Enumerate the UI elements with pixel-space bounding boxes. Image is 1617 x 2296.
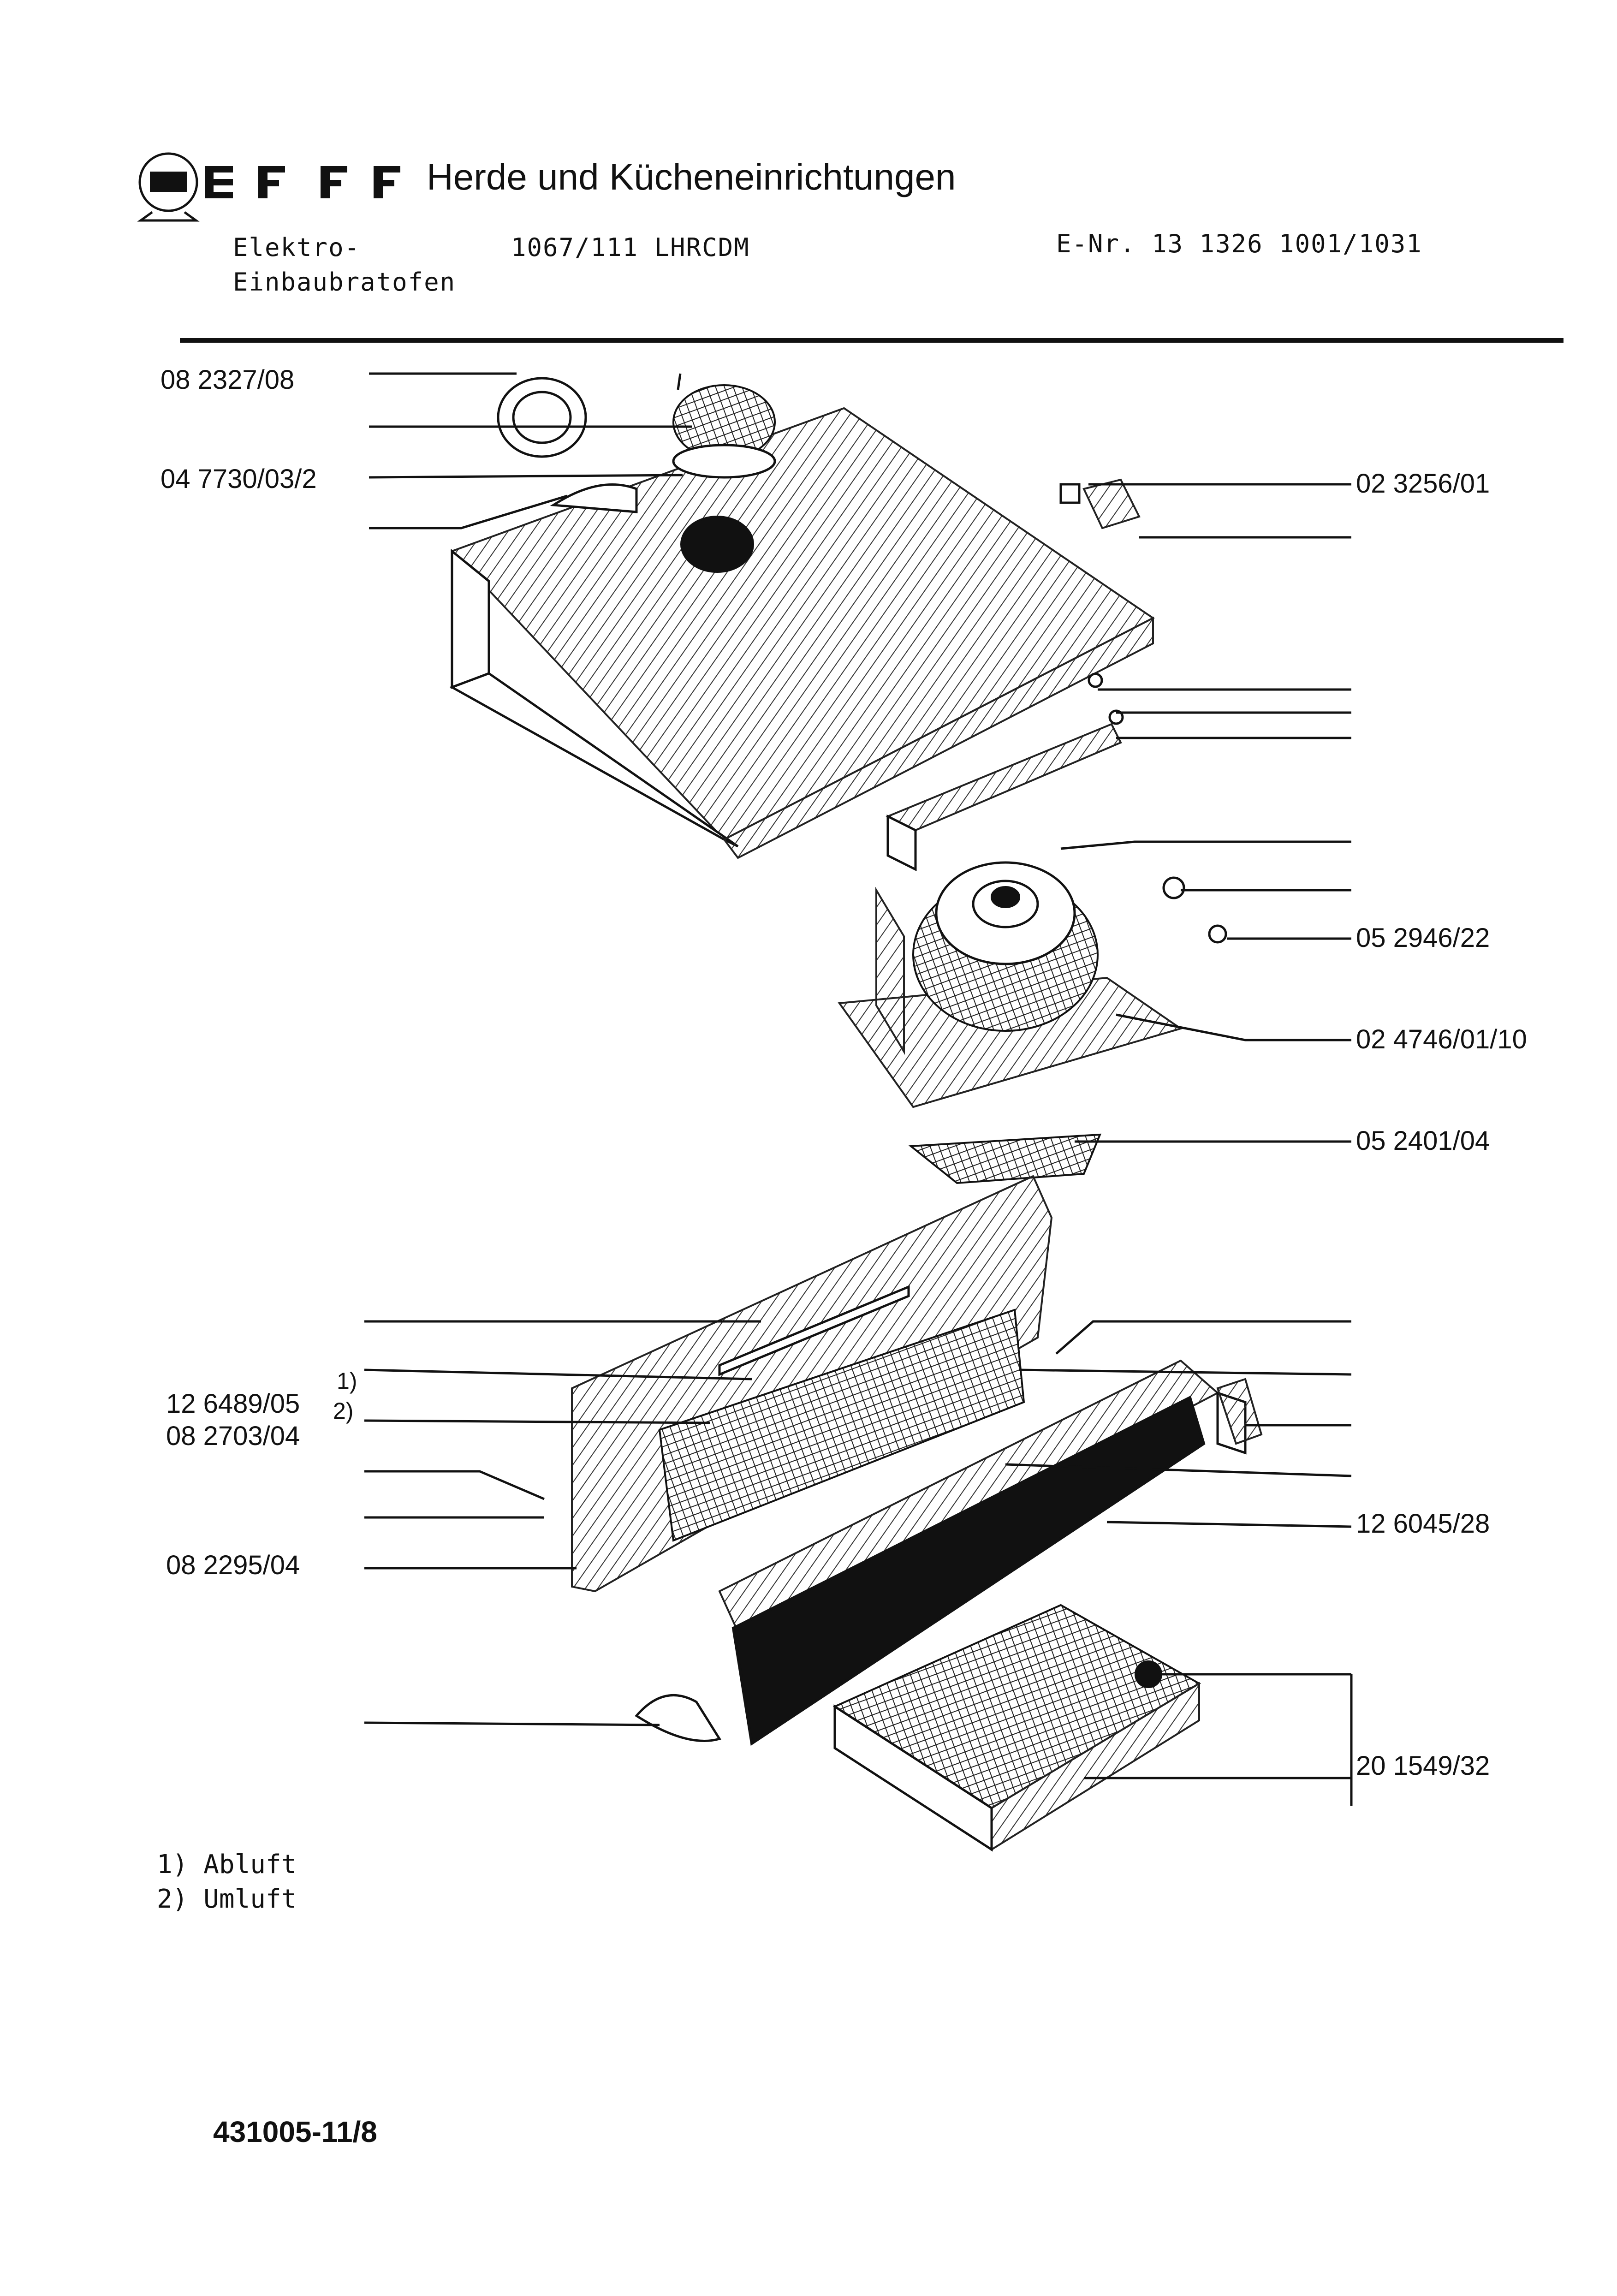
footnote-abluft: 1) Abluft [157,1850,297,1880]
product-type-line1: Elektro- [233,233,361,262]
screw-3 [1208,924,1227,944]
part-label: 20 1549/32 [1356,1751,1490,1781]
exhaust-ring [497,377,587,458]
part-label: 02 4746/01/10 [1356,1024,1527,1054]
part-label: 05 2401/04 [1356,1126,1490,1156]
corner-trim [635,1694,721,1742]
part-label: 08 2327/08 [161,365,295,395]
part-label: 05 2946/22 [1356,923,1490,953]
e-number: E-Nr. 13 1326 1001/1031 [1056,229,1422,258]
part-label: 12 6489/05 [166,1389,300,1419]
mounting-bracket [1059,478,1141,529]
fan-motor-assembly [838,861,1183,1108]
product-type-line2: Einbaubratofen [233,268,456,297]
part-label: 04 7730/03/2 [161,464,317,494]
model-number: 1067/111 LHRCDM [511,233,750,262]
hood-flap [550,483,638,513]
round-filter-cap [672,373,776,479]
screw-1 [1088,672,1103,688]
note-marker: 1) [337,1368,357,1394]
rail-end [886,814,917,872]
hood-cover [449,407,1155,859]
end-cap-right [1216,1378,1263,1445]
part-label: 08 2295/04 [166,1550,300,1580]
footnote-umluft: 2) Umluft [157,1884,297,1914]
control-frame [571,1175,1053,1593]
part-label: 12 6045/28 [1356,1509,1490,1539]
grease-filter-grid [908,1133,1102,1184]
leader-lines [364,372,1353,1806]
part-label: 08 2703/04 [166,1421,300,1451]
part-label: 02 3256/01 [1356,469,1490,499]
neff-logo-icon [137,152,400,222]
brand-title: Herde und Kücheneinrichtungen [427,156,956,197]
screw-2 [1108,709,1124,725]
note-marker: 2) [333,1398,354,1424]
carbon-filter-box [832,1604,1201,1852]
lamp-holder [1162,876,1185,899]
document-number: 431005-11/8 [213,2115,377,2148]
